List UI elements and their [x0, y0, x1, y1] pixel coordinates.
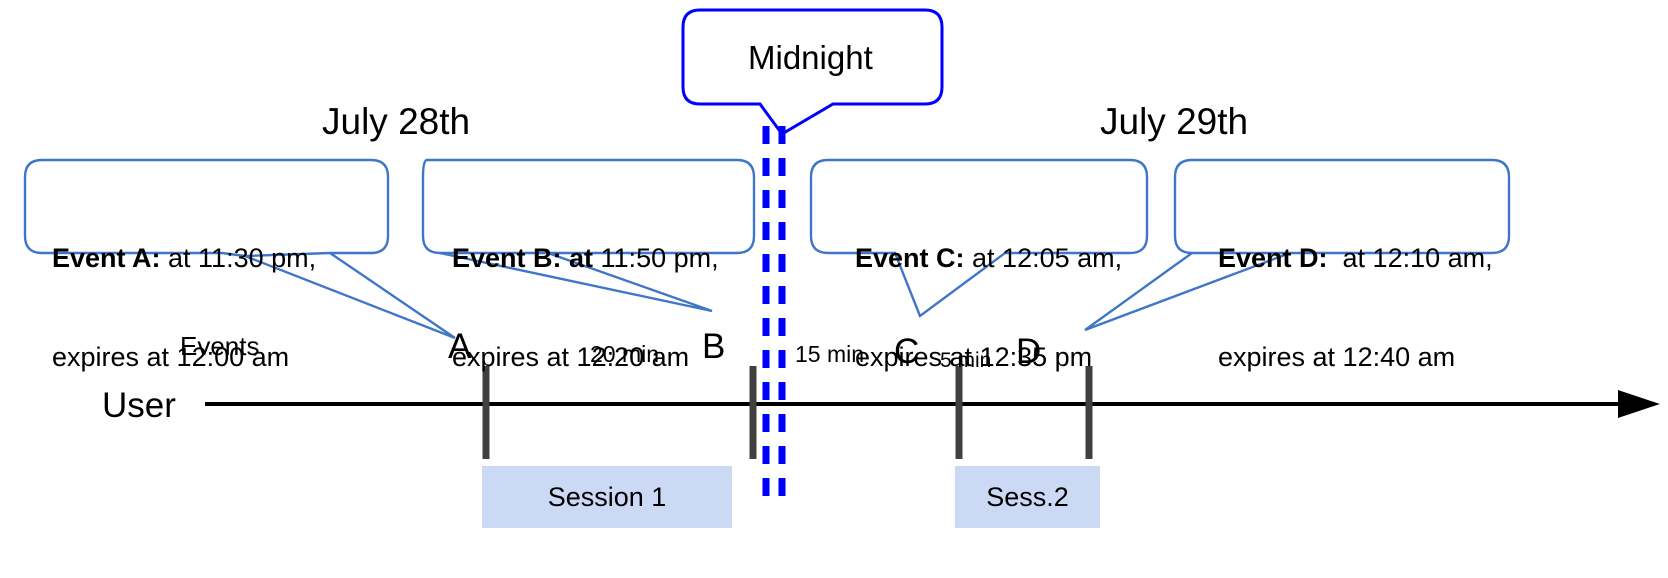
event-b-callout-text: Event B: at 11:50 pm, expires at 12:20 a…	[452, 176, 752, 440]
event-a-callout-shape	[23, 158, 390, 258]
marker-label-b: B	[702, 327, 726, 366]
event-c-callout-text: Event C: at 12:05 am, expires at 12:35 p…	[855, 176, 1150, 440]
session-2-label-wrap: Sess.2	[955, 466, 1100, 528]
event-d-line2: expires at 12:40 am	[1218, 341, 1456, 372]
event-c-line2: expires at 12:35 pm	[855, 341, 1093, 372]
event-b-bold: Event B: at	[452, 242, 594, 273]
date-label-july-29: July 29th	[1100, 101, 1249, 142]
event-a-leader-line	[244, 252, 456, 340]
gap-label-ab: 20 min	[590, 341, 660, 367]
event-d-callout-text: Event D: at 12:10 am, expires at 12:40 a…	[1218, 176, 1518, 440]
event-d-callout-shape	[1173, 158, 1511, 255]
lane-label-user: User	[102, 386, 176, 425]
event-d-rest: at 12:10 am,	[1327, 242, 1493, 273]
event-c-rest: at 12:05 am,	[964, 242, 1123, 273]
event-a-callout-text: Event A: at 11:30 pm, expires at 12:00 a…	[52, 176, 382, 440]
event-d-leader-line	[1084, 251, 1291, 332]
session-2-box	[955, 466, 1100, 528]
event-b-rest: 11:50 pm,	[593, 242, 719, 273]
event-d-bold: Event D:	[1218, 242, 1328, 273]
event-c-callout-shape	[809, 158, 1149, 318]
event-a-line2: expires at 12:00 am	[52, 341, 290, 372]
marker-label-c: C	[894, 332, 920, 371]
midnight-label: Midnight	[748, 39, 873, 76]
session-1-label-wrap: Session 1	[482, 466, 732, 528]
session-1-label: Session 1	[547, 481, 667, 512]
date-label-july-28: July 28th	[322, 101, 471, 142]
lane-label-events: Events	[180, 331, 260, 361]
event-b-leader-line	[439, 251, 713, 313]
marker-label-a: A	[448, 327, 472, 366]
timeline-arrowhead	[1618, 390, 1660, 418]
gap-label-cd: 5 min	[940, 349, 992, 372]
event-a-bold: Event A:	[52, 242, 161, 273]
event-c-bold: Event C:	[855, 242, 965, 273]
event-b-line2: expires at 12:20 am	[452, 341, 690, 372]
marker-label-d: D	[1016, 332, 1042, 371]
event-b-callout-shape	[421, 158, 756, 255]
gap-label-bc: 15 min	[795, 341, 865, 367]
session-2-label: Sess.2	[986, 481, 1069, 512]
midnight-callout-shape	[681, 8, 944, 136]
session-1-box	[482, 466, 732, 528]
event-a-rest: at 11:30 pm,	[160, 242, 317, 273]
